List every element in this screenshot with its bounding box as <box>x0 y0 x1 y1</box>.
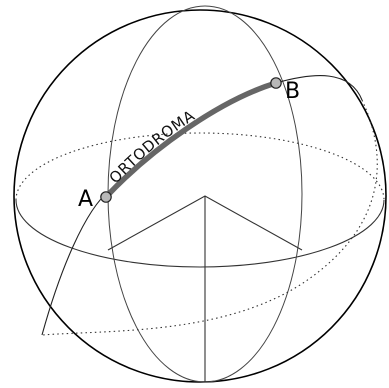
ortodroma-label: ORTODROMA <box>106 106 199 187</box>
point-a-label: A <box>78 187 93 212</box>
point-a-marker <box>100 191 112 203</box>
great-circle-back-dotted <box>41 99 378 336</box>
equator-back-dotted <box>15 132 385 201</box>
point-b-label: B <box>285 79 300 104</box>
ortodroma-arc <box>103 80 279 200</box>
point-b-marker <box>270 77 282 89</box>
equator-front <box>15 199 385 268</box>
sphere-outline <box>13 9 387 383</box>
